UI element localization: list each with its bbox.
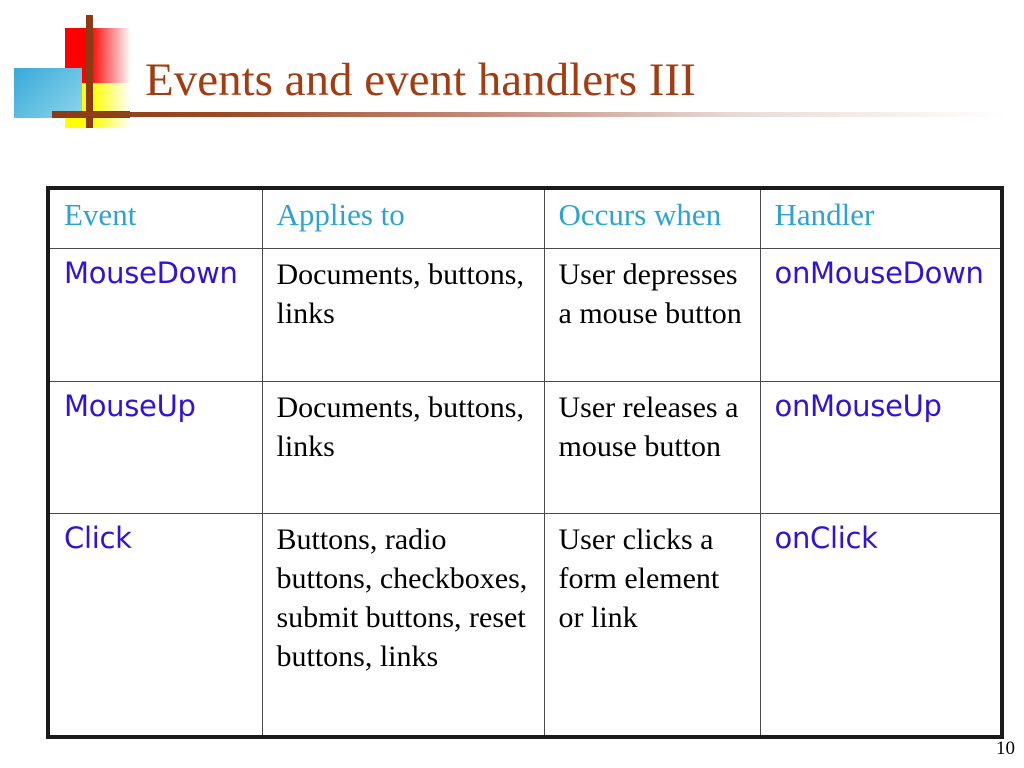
column-header-occurs-when: Occurs when [543, 187, 761, 249]
column-header-handler: Handler [759, 187, 1003, 249]
table-header-row: Event Applies to Occurs when Handler [47, 187, 1003, 249]
cell-occurs-when: User clicks a form element or link [543, 512, 761, 738]
cell-applies-to: Documents, buttons, links [261, 380, 545, 514]
table-row: MouseDown Documents, buttons, links User… [47, 247, 1003, 382]
cell-handler: onMouseDown [759, 247, 1003, 382]
cell-occurs-when: User releases a mouse button [543, 380, 761, 514]
title-underline-rule [52, 112, 1007, 117]
logo-blue-square [14, 68, 82, 118]
slide-title: Events and event handlers III [145, 54, 696, 106]
table-row: Click Buttons, radio buttons, checkboxes… [47, 512, 1003, 738]
column-header-applies-to: Applies to [261, 187, 545, 249]
column-header-event: Event [47, 187, 263, 249]
logo-vertical-bar [86, 15, 93, 128]
slide-number: 10 [996, 738, 1015, 759]
cell-event: Click [47, 512, 263, 738]
table-row: MouseUp Documents, buttons, links User r… [47, 380, 1003, 514]
cell-applies-to: Buttons, radio buttons, checkboxes, subm… [261, 512, 545, 738]
cell-event: MouseUp [47, 380, 263, 514]
cell-applies-to: Documents, buttons, links [261, 247, 545, 382]
events-table: Event Applies to Occurs when Handler Mou… [46, 186, 1004, 739]
cell-handler: onMouseUp [759, 380, 1003, 514]
cell-occurs-when: User depresses a mouse button [543, 247, 761, 382]
cell-handler: onClick [759, 512, 1003, 738]
slide-logo [0, 0, 150, 140]
cell-event: MouseDown [47, 247, 263, 382]
